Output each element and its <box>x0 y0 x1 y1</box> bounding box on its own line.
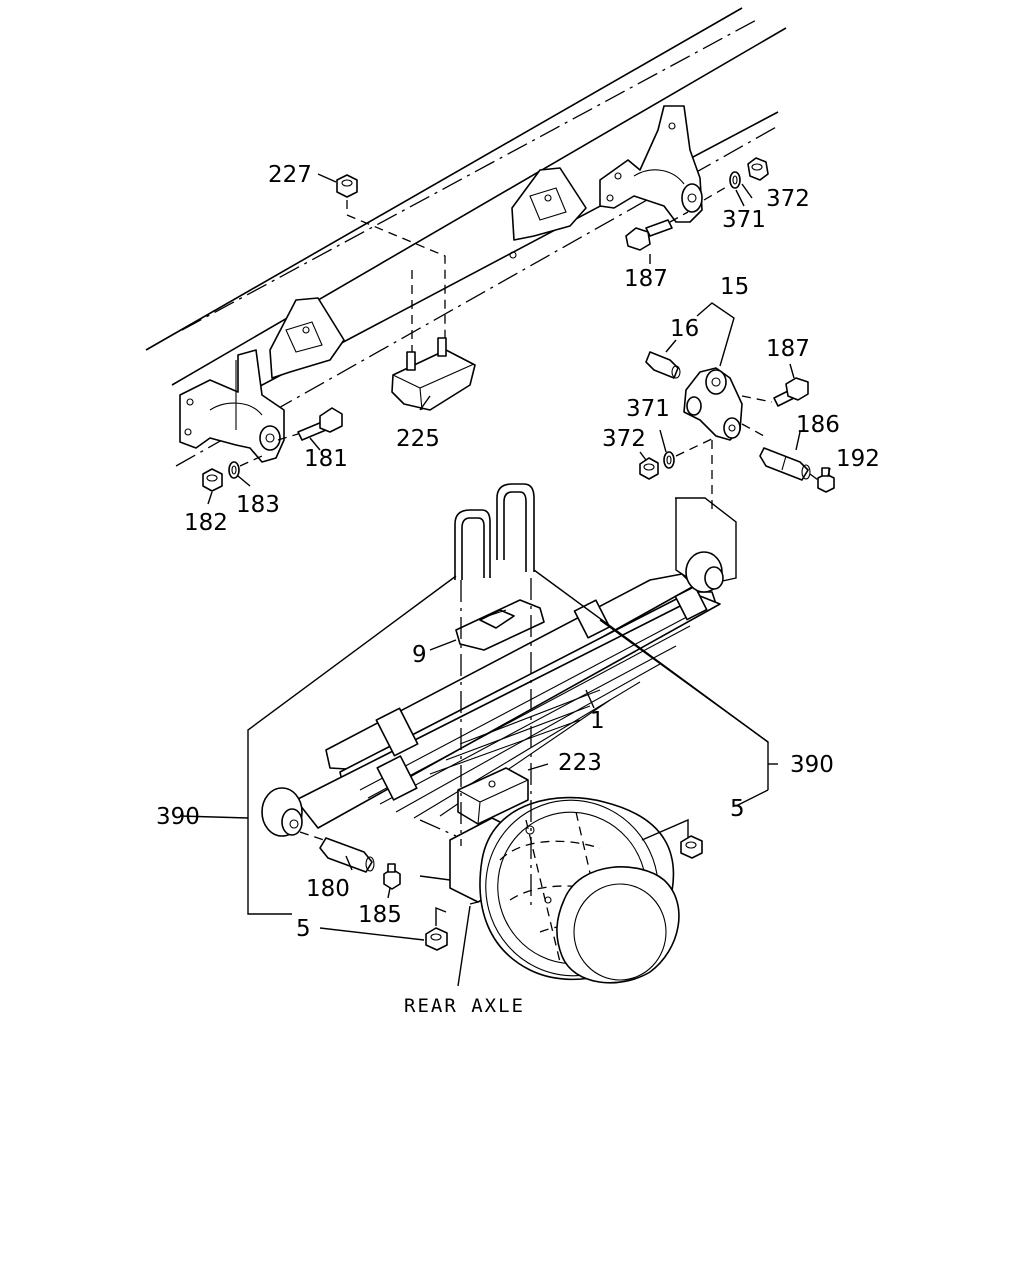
label-372-lower: 372 <box>602 426 646 452</box>
label-182: 182 <box>184 510 228 536</box>
u-bolt-left <box>454 509 491 580</box>
leader-lines <box>179 173 831 987</box>
bolt-181 <box>297 407 343 441</box>
frame-bracket-center <box>511 167 587 241</box>
nut-5-left <box>425 927 448 951</box>
label-372-upper: 372 <box>766 186 810 212</box>
label-180: 180 <box>306 876 350 902</box>
label-187-upper: 187 <box>624 266 668 292</box>
nut-372-upper <box>747 157 769 181</box>
spring-pin-180 <box>319 837 375 873</box>
spring-pin-186 <box>759 447 811 481</box>
label-227: 227 <box>268 162 312 188</box>
label-187-lower: 187 <box>766 336 810 362</box>
label-371-upper: 371 <box>722 207 766 233</box>
label-390-left: 390 <box>156 804 200 830</box>
bolt-187-upper <box>625 219 673 251</box>
label-9: 9 <box>412 642 427 668</box>
rear-axle-housing <box>449 796 680 984</box>
label-15: 15 <box>720 274 749 300</box>
label-16: 16 <box>670 316 699 342</box>
label-390-right: 390 <box>790 752 834 778</box>
front-spring-hanger <box>179 349 285 463</box>
leaf-spring-1 <box>295 573 721 829</box>
label-1: 1 <box>590 708 605 734</box>
nut-227 <box>336 174 358 198</box>
label-185: 185 <box>358 902 402 928</box>
nut-5-right <box>680 835 703 859</box>
bump-stopper-225 <box>391 337 476 411</box>
label-5-right: 5 <box>730 796 745 822</box>
label-223: 223 <box>558 750 602 776</box>
shackle-15 <box>683 367 743 441</box>
washer-371-lower <box>663 451 675 469</box>
bolt-187-lower <box>773 377 809 407</box>
washer-371-upper <box>729 171 741 189</box>
label-192: 192 <box>836 446 880 472</box>
spacer-223 <box>457 767 529 825</box>
nut-182 <box>202 468 223 492</box>
frame-bracket-left <box>269 297 345 379</box>
bushing-16 <box>645 351 681 379</box>
grease-nipple-192 <box>817 467 835 493</box>
rear-axle-caption: REAR AXLE <box>404 995 525 1017</box>
grease-nipple-185 <box>383 863 401 890</box>
rear-spring-eye <box>685 551 724 593</box>
label-181: 181 <box>304 446 348 472</box>
spring-seat-9 <box>455 599 545 651</box>
label-183: 183 <box>236 492 280 518</box>
label-371-lower: 371 <box>626 396 670 422</box>
front-spring-eye <box>261 787 303 837</box>
nut-372-lower <box>639 457 659 480</box>
u-bolt-right <box>496 483 535 572</box>
washer-183 <box>228 461 240 479</box>
label-225: 225 <box>396 426 440 452</box>
label-5-left: 5 <box>296 916 311 942</box>
rear-spring-hanger <box>599 105 703 223</box>
label-186: 186 <box>796 412 840 438</box>
